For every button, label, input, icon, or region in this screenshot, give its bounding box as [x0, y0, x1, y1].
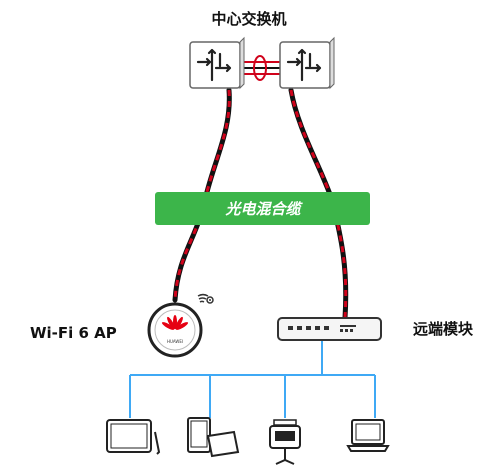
- wifi-ap-label: Wi-Fi 6 AP: [30, 324, 117, 342]
- wifi-signal-icon: [197, 293, 214, 304]
- ethernet-links: [129, 341, 376, 418]
- core-switch-label: 中心交换机: [211, 10, 286, 28]
- tablet-stand-icon: [187, 417, 240, 458]
- stack-link: [241, 55, 280, 81]
- hybrid-cable-banner: 光电混合缆: [155, 192, 370, 225]
- switch-icon: [189, 36, 245, 90]
- tablet-icon: [106, 419, 161, 455]
- remote-module-icon: [277, 317, 382, 341]
- switch-icon: [279, 36, 335, 90]
- remote-module-label: 远端模块: [413, 320, 474, 338]
- wifi-ap-icon: HUAWEI: [147, 302, 203, 358]
- hybrid-cable-label: 光电混合缆: [224, 200, 303, 218]
- laptop-icon: [346, 419, 390, 452]
- ap-brand-text: HUAWEI: [167, 339, 183, 344]
- video-terminal-icon: [269, 419, 301, 465]
